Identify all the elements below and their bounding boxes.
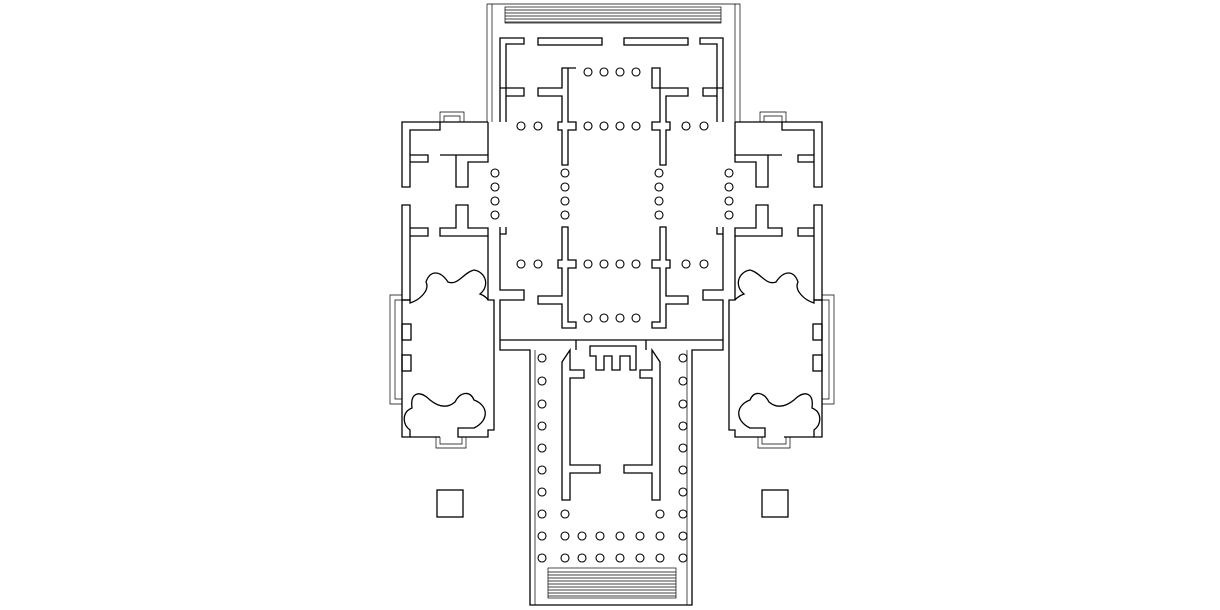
column (533, 259, 543, 269)
column (490, 182, 500, 192)
column (577, 531, 587, 541)
column (699, 121, 709, 131)
column (678, 531, 688, 541)
column (615, 553, 625, 563)
column (583, 67, 593, 77)
column (537, 553, 547, 563)
column (490, 210, 500, 220)
column (560, 168, 570, 178)
south-portico (499, 340, 724, 606)
column (537, 399, 547, 409)
column (678, 465, 688, 475)
column (583, 313, 593, 323)
west-pier (436, 489, 464, 518)
column (724, 210, 734, 220)
column (678, 509, 688, 519)
main-block-walls (499, 37, 724, 341)
column (560, 210, 570, 220)
column (678, 421, 688, 431)
column (583, 259, 593, 269)
column (681, 121, 691, 131)
north-stair (486, 3, 741, 122)
west-apse (389, 111, 495, 449)
column (560, 553, 570, 563)
column (678, 376, 688, 386)
column (631, 121, 641, 131)
column (631, 67, 641, 77)
column (699, 259, 709, 269)
column (537, 353, 547, 363)
column (537, 531, 547, 541)
column (516, 259, 526, 269)
column (724, 196, 734, 206)
colonnade (490, 67, 734, 563)
column (516, 121, 526, 131)
column (537, 376, 547, 386)
west-wing (401, 121, 489, 301)
column (631, 313, 641, 323)
column (533, 121, 543, 131)
column (631, 259, 641, 269)
east-pier (761, 489, 789, 518)
column (599, 121, 609, 131)
east-wing (734, 121, 823, 301)
column (490, 168, 500, 178)
column (615, 259, 625, 269)
column (655, 553, 665, 563)
column (599, 67, 609, 77)
column (537, 421, 547, 431)
column (655, 531, 665, 541)
column (560, 509, 570, 519)
column (678, 353, 688, 363)
column (615, 67, 625, 77)
column (678, 487, 688, 497)
column (635, 531, 645, 541)
column (654, 210, 664, 220)
column (490, 196, 500, 206)
column (615, 531, 625, 541)
column (560, 196, 570, 206)
column (595, 553, 605, 563)
east-apse (728, 111, 835, 449)
column (537, 465, 547, 475)
column (537, 509, 547, 519)
column (724, 182, 734, 192)
column (654, 196, 664, 206)
column (537, 443, 547, 453)
column (655, 509, 665, 519)
column (615, 121, 625, 131)
column (577, 553, 587, 563)
column (654, 182, 664, 192)
column (599, 259, 609, 269)
column (560, 182, 570, 192)
column (537, 487, 547, 497)
column (681, 259, 691, 269)
column (560, 531, 570, 541)
column (599, 313, 609, 323)
column (595, 531, 605, 541)
column (654, 168, 664, 178)
column (678, 399, 688, 409)
column (583, 121, 593, 131)
column (678, 553, 688, 563)
column (678, 443, 688, 453)
column (724, 168, 734, 178)
column (635, 553, 645, 563)
column (615, 313, 625, 323)
